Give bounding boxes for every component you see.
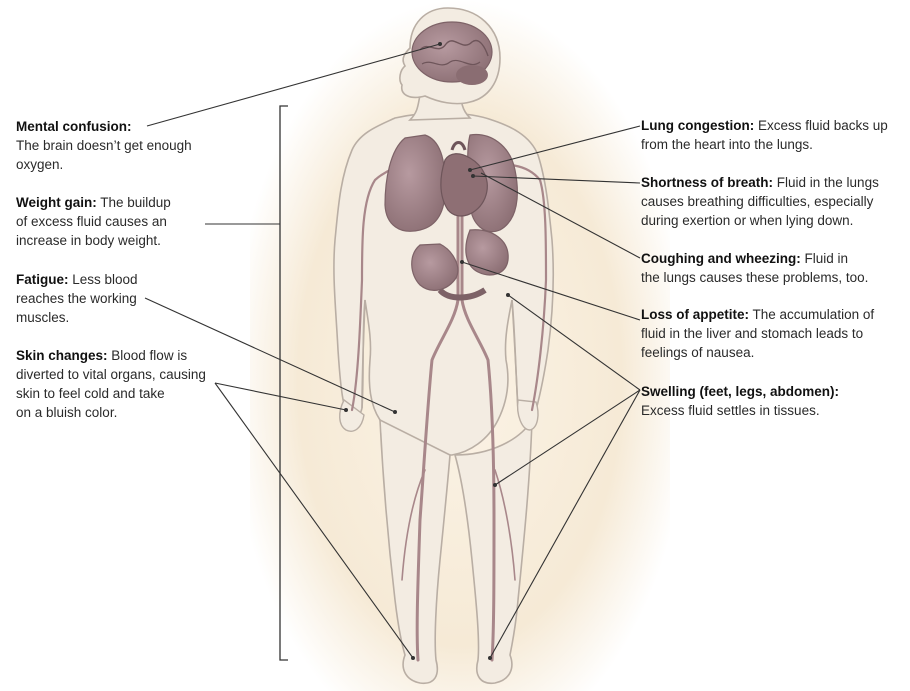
callout-text: skin to feel cold and take [16,386,165,401]
callout-text: The brain doesn’t get enough [16,138,192,153]
callout-text: reaches the working [16,291,137,306]
callout-text: Fluid in [801,251,848,266]
callout-text: The buildup [97,195,171,210]
callout-text: from the heart into the lungs. [641,137,813,152]
callout-title: Shortness of breath: [641,175,773,190]
callout-title: Loss of appetite: [641,307,749,322]
callout-text: Fluid in the lungs [773,175,879,190]
callout-text: the lungs causes these problems, too. [641,270,868,285]
callout-text: The accumulation of [749,307,874,322]
callout-fatigue: Fatigue: Less blood reaches the working … [16,270,216,327]
callout-text: of excess fluid causes an [16,214,167,229]
callout-text: muscles. [16,310,69,325]
callout-text: Excess fluid settles in tissues. [641,403,820,418]
callout-text: feelings of nausea. [641,345,754,360]
callout-title: Lung congestion: [641,118,754,133]
callout-text: Blood flow is [108,348,188,363]
callout-swelling: Swelling (feet, legs, abdomen): Excess f… [641,382,906,420]
callout-text: Less blood [69,272,138,287]
callout-text: causes breathing difficulties, especiall… [641,194,873,209]
callout-text: on a bluish color. [16,405,117,420]
callout-text: during exertion or when lying down. [641,213,853,228]
callout-text: increase in body weight. [16,233,161,248]
callout-skin-changes: Skin changes: Blood flow is diverted to … [16,346,226,422]
callout-coughing-and-wheezing: Coughing and wheezing: Fluid in the lung… [641,249,906,287]
callout-title: Weight gain: [16,195,97,210]
callout-text: diverted to vital organs, causing [16,367,206,382]
callout-loss-of-appetite: Loss of appetite: The accumulation of fl… [641,305,906,362]
callout-title: Mental confusion: [16,119,132,134]
callout-title: Coughing and wheezing: [641,251,801,266]
callout-text: fluid in the liver and stomach leads to [641,326,863,341]
callout-title: Swelling (feet, legs, abdomen): [641,384,839,399]
callout-weight-gain: Weight gain: The buildup of excess fluid… [16,193,216,250]
callout-text: Excess fluid backs up [754,118,888,133]
callout-lung-congestion: Lung congestion: Excess fluid backs up f… [641,116,906,154]
callout-title: Skin changes: [16,348,108,363]
callout-mental-confusion: Mental confusion: The brain doesn’t get … [16,117,216,174]
callout-text: oxygen. [16,157,63,172]
callout-title: Fatigue: [16,272,69,287]
callout-shortness-of-breath: Shortness of breath: Fluid in the lungs … [641,173,906,230]
